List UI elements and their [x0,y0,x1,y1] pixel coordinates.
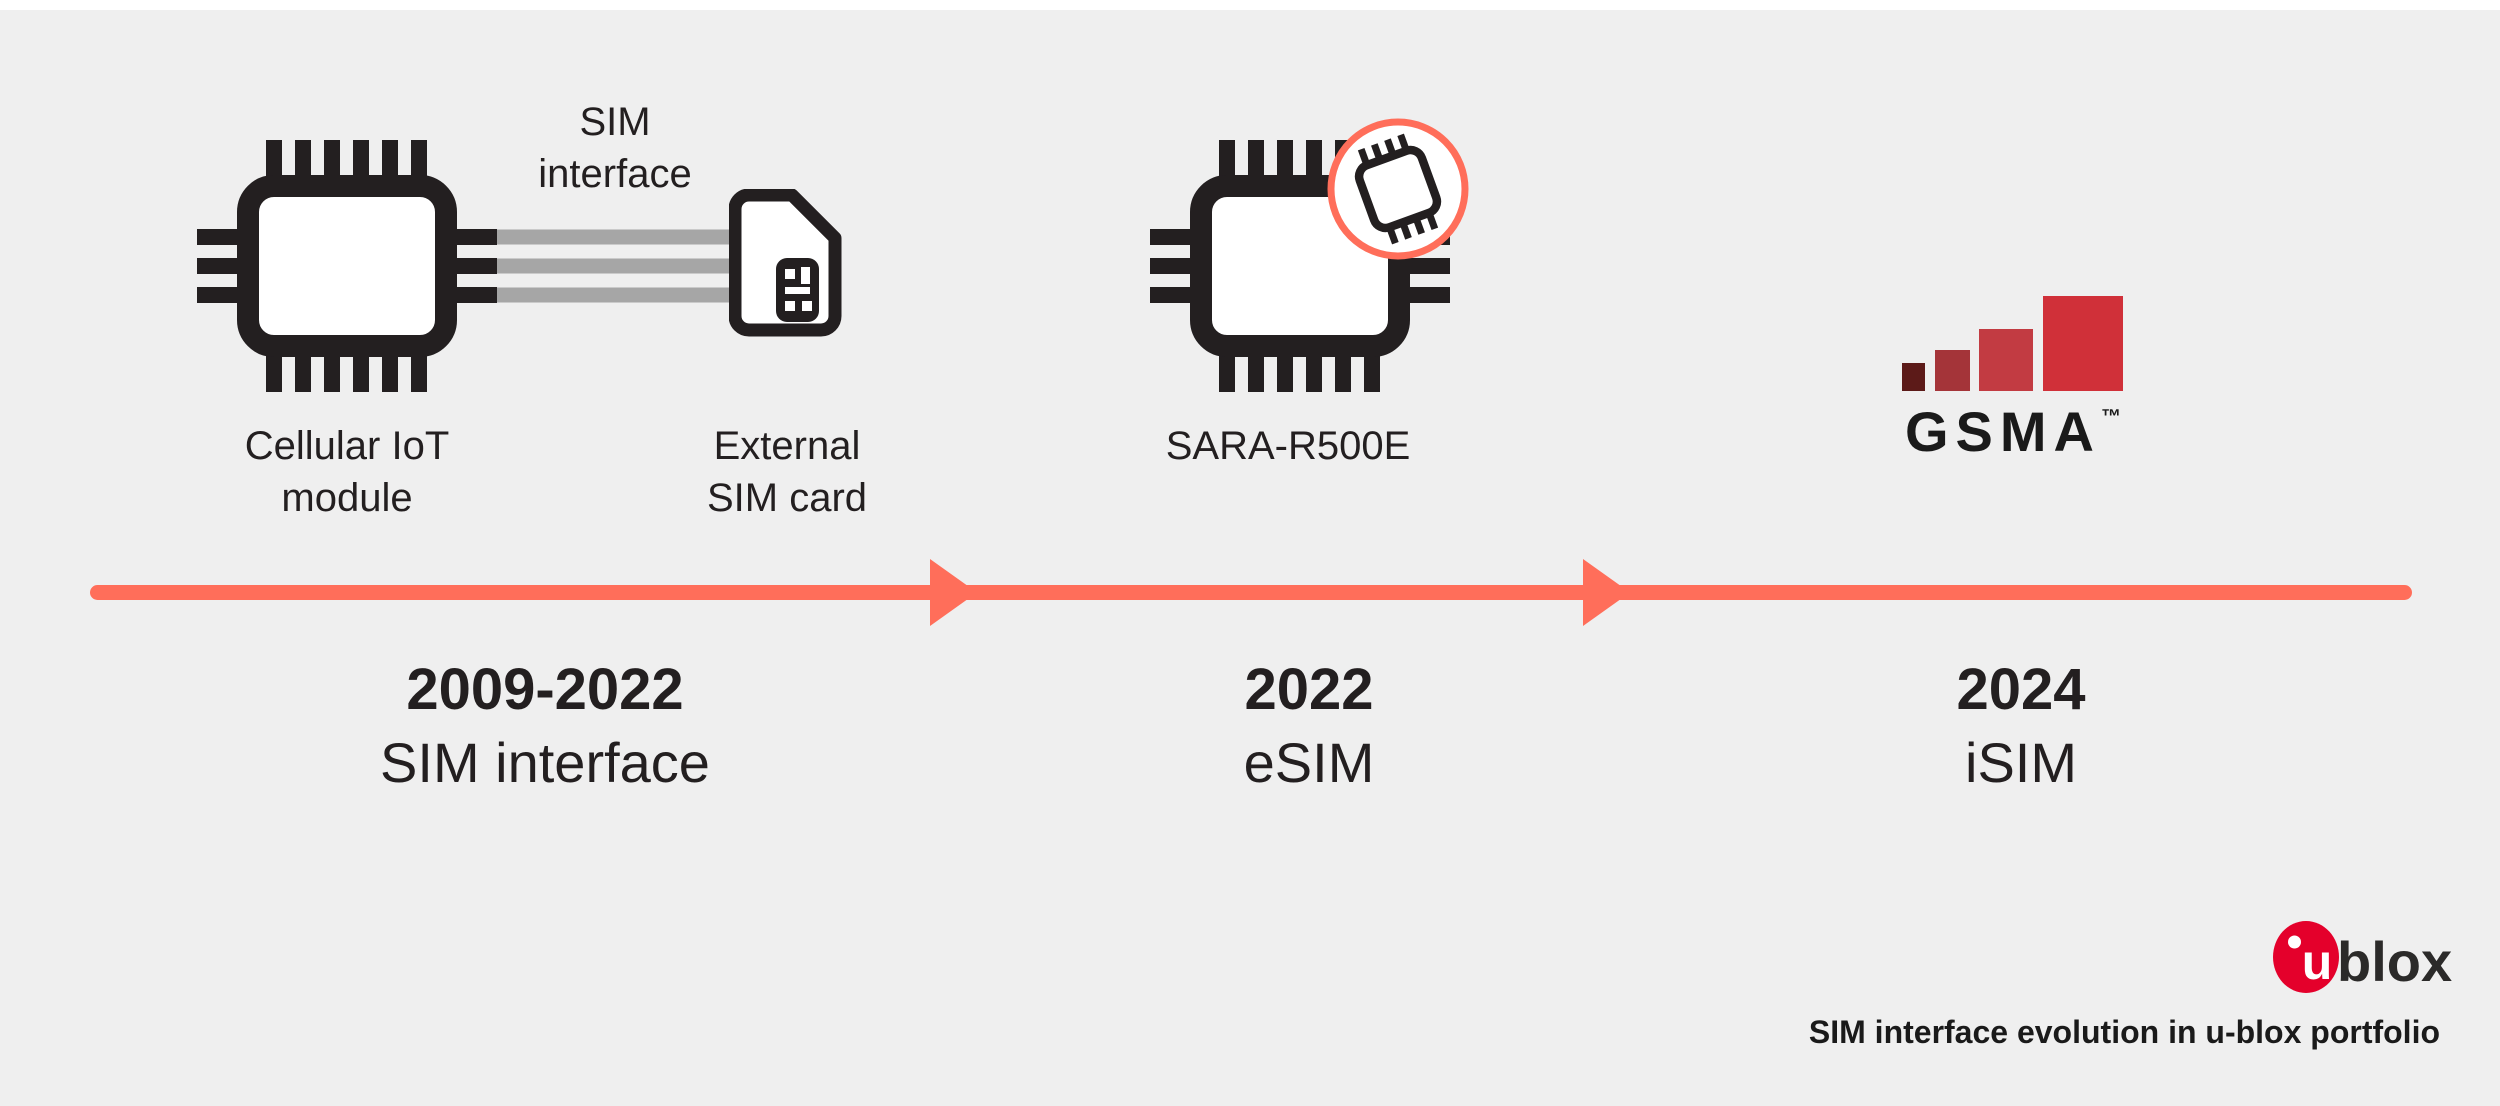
top-margin-strip [0,0,2500,10]
sim-interface-label-line2: interface [538,152,692,196]
ublox-logo-u: u [2302,934,2333,990]
stage2-year: 2022 [1244,657,1374,722]
gsma-trademark-symbol: ™ [2101,406,2121,428]
gsma-bars-icon [1902,296,2123,391]
sara-r500e-label: SARA-R500E [1108,420,1468,472]
external-sim-card-label: External SIM card [637,420,937,524]
stage2-title: eSIM [1243,731,1375,794]
caption-text: SIM interface evolution in u-blox portfo… [1808,1014,2440,1050]
card-label-line2: SIM card [706,476,868,520]
sim-interface-lines [470,229,740,303]
timeline-line [90,585,2412,600]
arrowhead-icon-1 [930,559,977,626]
esim-badge-icon [1327,118,1469,260]
gsma-wordmark: GSMA™ [1888,399,2138,464]
stage1-title: SIM interface [380,731,710,794]
arrowhead-icon-2 [1583,559,1630,626]
sim-interface-label: SIM interface [465,96,765,200]
timeline-arrow [90,559,2412,626]
stage3-year: 2024 [1956,657,2086,722]
card-label-line1: External [713,424,861,468]
gsma-wordmark-text: GSMA [1905,400,2101,463]
sim-interface-label-line1: SIM [579,100,651,144]
module-label-line1: Cellular IoT [244,424,450,468]
sara-r500e-label-text: SARA-R500E [1165,424,1411,468]
cellular-iot-module-icon [197,140,497,392]
embedded-chip-icon [1354,133,1442,245]
module-label-line2: module [281,476,413,520]
stage1-year: 2009-2022 [406,657,684,722]
ublox-logo-blox: blox [2337,930,2452,993]
external-sim-card-icon [729,189,842,337]
stage3-title: iSIM [1965,731,2077,794]
ublox-logo: u blox [2273,921,2452,993]
ublox-logo-dot [2288,935,2301,949]
cellular-iot-module-label: Cellular IoT module [197,420,497,524]
